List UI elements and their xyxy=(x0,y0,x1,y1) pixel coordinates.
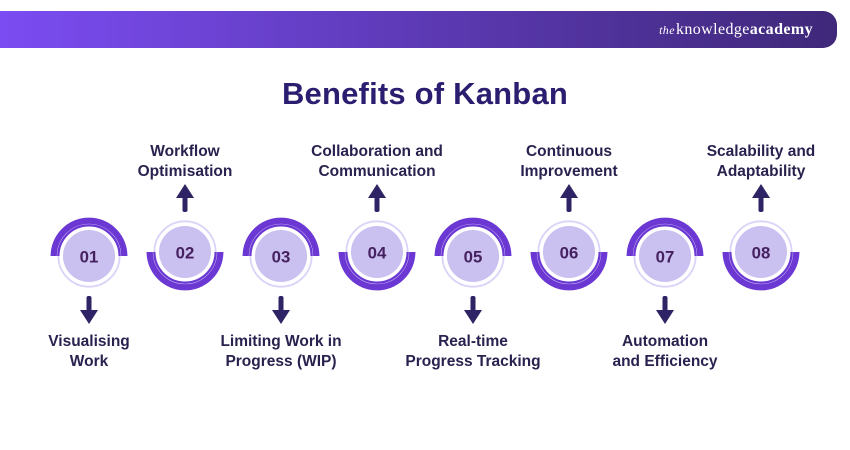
step-number: 05 xyxy=(464,247,483,266)
arrow-down-icon xyxy=(464,296,482,324)
logo-knowledge: knowledge xyxy=(675,20,750,38)
step-number: 06 xyxy=(560,243,579,262)
arrow-up-icon xyxy=(176,184,194,212)
step-number: 02 xyxy=(176,243,195,262)
step-number: 07 xyxy=(656,247,675,266)
benefit-label: Scalability and Adaptability xyxy=(706,143,816,180)
step-03-circle: 03 xyxy=(242,217,320,288)
benefit-label: Collaboration and Communication xyxy=(311,143,443,180)
step-03: 03 Limiting Work in Progress (WIP) xyxy=(220,138,342,390)
step-02: Workflow Optimisation 02 xyxy=(137,138,233,390)
arrow-up-icon xyxy=(752,184,770,212)
page-title: Benefits of Kanban xyxy=(281,76,569,111)
step-number: 01 xyxy=(80,247,99,266)
benefit-label: Automation and Efficiency xyxy=(612,333,718,370)
benefit-label: Limiting Work in Progress (WIP) xyxy=(220,333,342,370)
step-05-circle: 05 xyxy=(434,217,512,288)
step-04-circle: 04 xyxy=(338,220,416,291)
logo-the: the xyxy=(659,22,675,37)
step-05: 05 Real-time Progress Tracking xyxy=(405,138,541,390)
step-07-circle: 07 xyxy=(626,217,704,288)
kanban-benefits-row: 01 Visualising Work Workflow Optimisatio… xyxy=(41,138,815,390)
step-01: 01 Visualising Work xyxy=(41,138,137,390)
arrow-up-icon xyxy=(368,184,386,212)
arrow-down-icon xyxy=(656,296,674,324)
benefit-label: Real-time Progress Tracking xyxy=(405,333,541,370)
step-06-circle: 06 xyxy=(530,220,608,291)
step-08-circle: 08 xyxy=(722,220,800,291)
step-07: 07 Automation and Efficiency xyxy=(612,138,718,390)
step-01-circle: 01 xyxy=(50,217,128,288)
header-bar: theknowledgeacademy xyxy=(0,11,837,48)
benefit-label: Continuous Improvement xyxy=(520,143,618,180)
step-08: Scalability and Adaptability 08 xyxy=(707,138,815,390)
benefit-label: Workflow Optimisation xyxy=(137,143,233,180)
step-06: Continuous Improvement 06 xyxy=(520,138,618,390)
step-number: 03 xyxy=(272,247,291,266)
logo-academy: academy xyxy=(749,20,813,38)
step-04: Collaboration and Communication 04 xyxy=(311,138,443,390)
step-02-circle: 02 xyxy=(146,220,224,291)
step-number: 04 xyxy=(368,243,387,262)
arrow-down-icon xyxy=(272,296,290,324)
knowledge-academy-logo: theknowledgeacademy xyxy=(659,21,813,39)
arrow-down-icon xyxy=(80,296,98,324)
arrow-up-icon xyxy=(560,184,578,212)
benefit-label: Visualising Work xyxy=(48,333,130,370)
step-number: 08 xyxy=(752,243,771,262)
